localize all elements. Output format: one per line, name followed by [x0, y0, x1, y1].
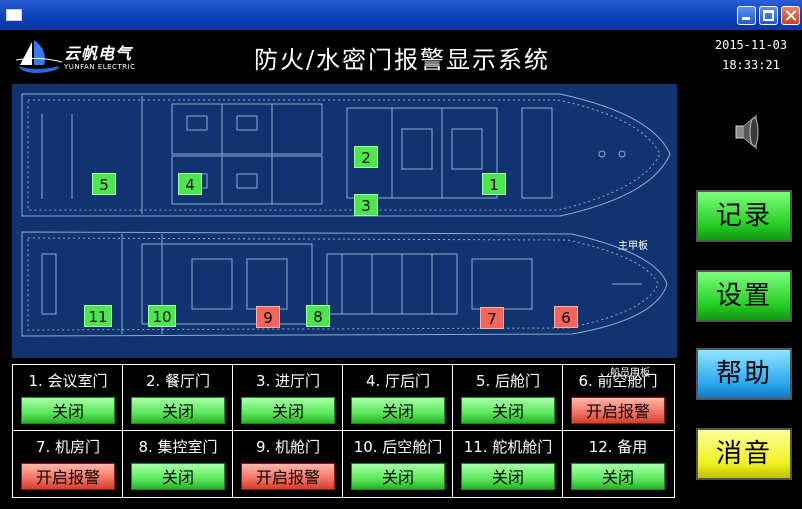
- speaker-icon[interactable]: [732, 112, 768, 152]
- door-status-button[interactable]: 关闭: [351, 397, 445, 424]
- door-label: 1. 会议室门: [28, 372, 108, 390]
- door-label: 6. 前空舱门: [578, 372, 658, 390]
- marker-label: 10: [152, 308, 172, 326]
- door-label: 8. 集控室门: [138, 438, 218, 456]
- marker-label: 9: [263, 309, 273, 327]
- door-marker-10[interactable]: 10: [148, 305, 176, 327]
- marker-label: 4: [185, 176, 195, 194]
- door-marker-8[interactable]: 8: [306, 305, 330, 327]
- marker-label: 3: [361, 197, 371, 215]
- door-status-button[interactable]: 关闭: [571, 463, 665, 490]
- logo-subtext: YUNFAN ELECTRIC: [64, 63, 136, 71]
- door-label: 3. 进厅门: [255, 372, 321, 390]
- door-label: 4. 厅后门: [365, 372, 431, 390]
- ship-deck-map: 5 4 2 3 1 11 10 9 8 7 6 主甲板 船员甲板: [12, 84, 677, 379]
- door-status-button[interactable]: 关闭: [461, 463, 555, 490]
- ship-outline-drawing: [21, 93, 671, 337]
- door-marker-2[interactable]: 2: [354, 146, 378, 168]
- date-display: 2015-11-03: [714, 38, 788, 52]
- door-status-button[interactable]: 关闭: [131, 463, 225, 490]
- sailboat-logo-icon: [15, 40, 63, 73]
- door-status-button[interactable]: 开启报警: [21, 463, 115, 490]
- door-label: 2. 餐厅门: [145, 372, 211, 390]
- door-marker-7[interactable]: 7: [480, 307, 504, 329]
- door-cell-2: 2. 餐厅门 关闭: [123, 365, 233, 431]
- main-deck-label: 主甲板: [618, 241, 648, 252]
- logo-text: 云帆电气: [64, 44, 133, 63]
- time-display: 18:33:21: [722, 58, 780, 72]
- door-cell-12: 12. 备用 关闭: [563, 431, 674, 497]
- door-marker-4[interactable]: 4: [178, 173, 202, 195]
- door-cell-5: 5. 后舱门 关闭: [453, 365, 563, 431]
- marker-label: 11: [88, 308, 108, 326]
- door-cell-9: 9. 机舱门 开启报警: [233, 431, 343, 497]
- door-status-button[interactable]: 关闭: [131, 397, 225, 424]
- settings-button[interactable]: 设置: [696, 270, 792, 322]
- company-logo: 云帆电气 YUNFAN ELECTRIC: [14, 36, 150, 76]
- marker-label: 6: [561, 309, 571, 327]
- door-status-button[interactable]: 关闭: [241, 397, 335, 424]
- door-status-grid: 1. 会议室门 关闭 2. 餐厅门 关闭 3. 进厅门 关闭 4. 厅后门 关闭…: [12, 364, 675, 498]
- door-marker-11[interactable]: 11: [84, 305, 112, 327]
- door-marker-3[interactable]: 3: [354, 194, 378, 216]
- door-label: 11. 舵机舱门: [463, 438, 553, 456]
- door-cell-10: 10. 后空舱门 关闭: [343, 431, 453, 497]
- door-marker-9[interactable]: 9: [256, 306, 280, 328]
- door-cell-4: 4. 厅后门 关闭: [343, 365, 453, 431]
- marker-label: 1: [489, 176, 499, 194]
- close-button[interactable]: [781, 6, 800, 25]
- marker-label: 5: [99, 176, 109, 194]
- crew-deck-label: 船员甲板: [610, 368, 650, 379]
- marker-label: 8: [313, 308, 323, 326]
- door-cell-1: 1. 会议室门 关闭: [13, 365, 123, 431]
- door-label: 7. 机房门: [35, 438, 101, 456]
- door-status-button[interactable]: 关闭: [21, 397, 115, 424]
- marker-label: 2: [361, 149, 371, 167]
- window-icon[interactable]: [6, 9, 22, 21]
- door-status-button[interactable]: 关闭: [461, 397, 555, 424]
- marker-label: 7: [487, 310, 497, 328]
- door-label: 12. 备用: [588, 438, 648, 456]
- door-cell-7: 7. 机房门 开启报警: [13, 431, 123, 497]
- door-label: 9. 机舱门: [255, 438, 321, 456]
- minimize-button[interactable]: [737, 6, 756, 25]
- door-label: 5. 后舱门: [475, 372, 541, 390]
- page-title: 防火/水密门报警显示系统: [253, 46, 551, 74]
- door-cell-8: 8. 集控室门 关闭: [123, 431, 233, 497]
- door-cell-6: 6. 前空舱门 开启报警: [563, 365, 674, 431]
- door-status-button[interactable]: 开启报警: [571, 397, 665, 424]
- door-cell-3: 3. 进厅门 关闭: [233, 365, 343, 431]
- door-marker-5[interactable]: 5: [92, 173, 116, 195]
- door-marker-1[interactable]: 1: [482, 173, 506, 195]
- window-titlebar[interactable]: [0, 0, 802, 30]
- door-marker-6[interactable]: 6: [554, 306, 578, 328]
- door-label: 10. 后空舱门: [353, 438, 443, 456]
- maximize-button[interactable]: [759, 6, 778, 25]
- mute-button[interactable]: 消音: [696, 428, 792, 480]
- door-status-button[interactable]: 关闭: [351, 463, 445, 490]
- record-button[interactable]: 记录: [696, 190, 792, 242]
- door-status-button[interactable]: 开启报警: [241, 463, 335, 490]
- door-cell-11: 11. 舵机舱门 关闭: [453, 431, 563, 497]
- app-window: 云帆电气 YUNFAN ELECTRIC 防火/水密门报警显示系统 2015-1…: [4, 30, 800, 508]
- help-button[interactable]: 帮助: [696, 348, 792, 400]
